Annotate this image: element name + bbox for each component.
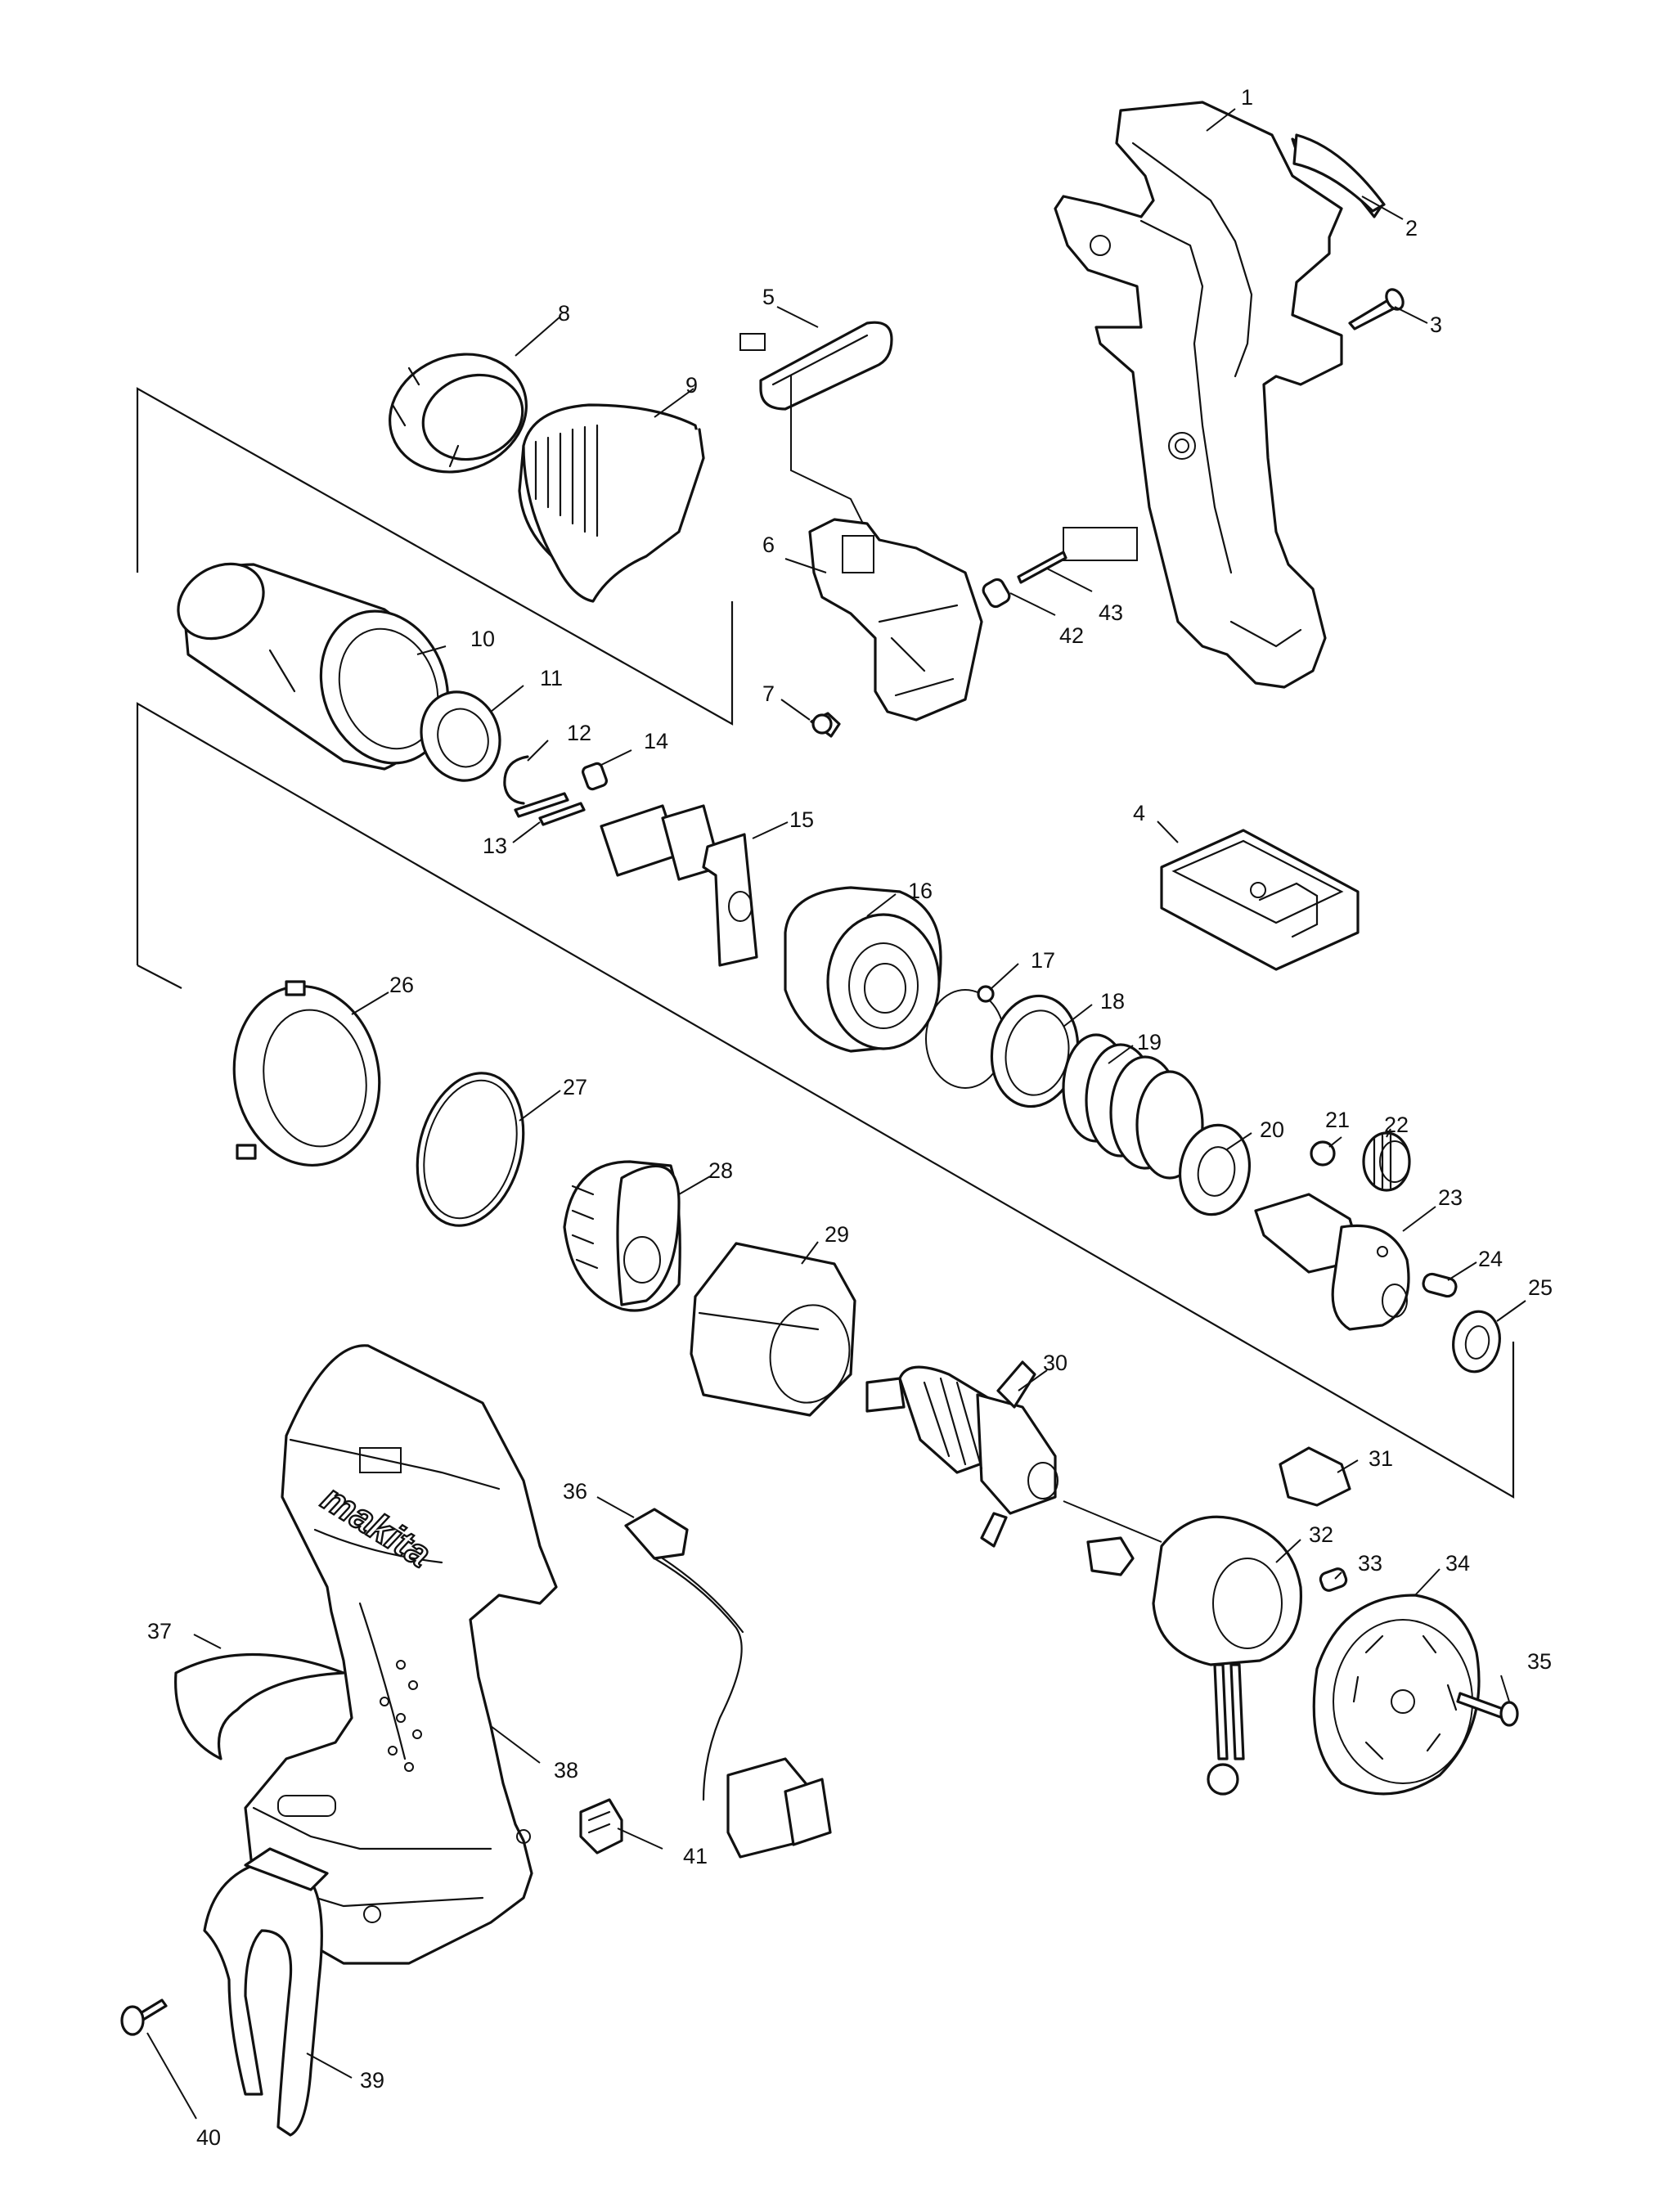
callout-3: 3 (1430, 312, 1442, 337)
callout-17: 17 (1031, 948, 1055, 973)
callout-24: 24 (1478, 1247, 1503, 1271)
part-rotor (865, 1360, 1058, 1548)
part-label-plate (1291, 133, 1386, 218)
callout-21: 21 (1325, 1108, 1350, 1132)
part-screw-35 (1456, 1692, 1519, 1727)
callout-12: 12 (567, 721, 591, 745)
callout-23: 23 (1438, 1185, 1463, 1210)
callout-20: 20 (1260, 1117, 1284, 1142)
callout-1: 1 (1241, 85, 1253, 110)
callout-33: 33 (1358, 1551, 1382, 1576)
callout-38: 38 (554, 1758, 578, 1783)
part-screw-3 (1348, 288, 1405, 330)
callout-39: 39 (360, 2068, 384, 2093)
callout-19: 19 (1137, 1030, 1162, 1054)
part-spring-pin (982, 551, 1067, 609)
part-hammer-case (177, 562, 450, 771)
part-wiring (624, 1508, 832, 1859)
callout-7: 7 (762, 681, 775, 706)
part-switch-lever (739, 321, 893, 411)
part-housing-left: makita (244, 1344, 558, 1965)
callout-29: 29 (825, 1222, 849, 1247)
part-screw-7 (810, 712, 841, 738)
part-ring-gear (232, 980, 381, 1167)
part-label-37 (174, 1653, 345, 1760)
part-pin-washer (1422, 1272, 1501, 1374)
callout-41: 41 (683, 1844, 708, 1868)
part-spindle (600, 804, 758, 967)
part-motor-cover (1312, 1594, 1481, 1796)
part-small-pins (503, 755, 608, 826)
part-inner-housing (563, 1160, 681, 1312)
callout-26: 26 (389, 973, 414, 997)
callout-43: 43 (1099, 600, 1123, 625)
part-washer-18 (990, 994, 1080, 1108)
callout-27: 27 (563, 1075, 587, 1099)
part-brush-holder (1086, 1446, 1351, 1796)
part-washer-11 (420, 690, 501, 782)
callout-15: 15 (789, 807, 814, 832)
part-switch (808, 518, 983, 722)
callout-31: 31 (1369, 1446, 1393, 1471)
part-terminal-plate (1160, 829, 1360, 971)
part-belt-hook (203, 1847, 329, 2137)
callout-40: 40 (196, 2125, 221, 2150)
part-carrier (1254, 1193, 1410, 1331)
callout-35: 35 (1527, 1649, 1552, 1674)
callout-37: 37 (147, 1619, 172, 1643)
callout-30: 30 (1043, 1351, 1067, 1375)
part-yoke (690, 1242, 856, 1417)
callout-4: 4 (1133, 801, 1145, 825)
callout-18: 18 (1100, 989, 1125, 1014)
part-washer-20 (1178, 1123, 1252, 1216)
part-cap-ring (389, 353, 528, 474)
callout-11: 11 (540, 666, 563, 690)
leader-lines (146, 108, 1526, 2120)
callout-14: 14 (644, 729, 668, 753)
callout-labels: 1 2 3 4 5 6 7 8 9 10 11 12 13 14 15 16 1… (147, 85, 1553, 2150)
callout-13: 13 (483, 834, 507, 858)
part-ball-gear (1310, 1131, 1411, 1192)
callout-32: 32 (1309, 1522, 1333, 1547)
part-screw-40 (120, 1998, 168, 2036)
callout-6: 6 (762, 533, 775, 557)
part-hammer (784, 886, 942, 1053)
assembly-frame (136, 387, 1515, 1499)
callout-36: 36 (563, 1479, 587, 1504)
callout-22: 22 (1384, 1113, 1409, 1137)
callout-28: 28 (708, 1158, 733, 1183)
callout-2: 2 (1405, 216, 1418, 241)
callout-10: 10 (470, 627, 495, 651)
callout-5: 5 (762, 285, 775, 309)
callout-8: 8 (558, 301, 570, 326)
part-terminal-block (579, 1798, 623, 1855)
part-o-ring (416, 1072, 525, 1227)
callout-16: 16 (908, 879, 933, 903)
part-housing-right (1054, 101, 1343, 689)
callout-9: 9 (685, 373, 698, 398)
part-cover (518, 403, 705, 603)
callout-34: 34 (1445, 1551, 1470, 1576)
callout-42: 42 (1059, 623, 1084, 648)
callout-25: 25 (1528, 1275, 1553, 1300)
